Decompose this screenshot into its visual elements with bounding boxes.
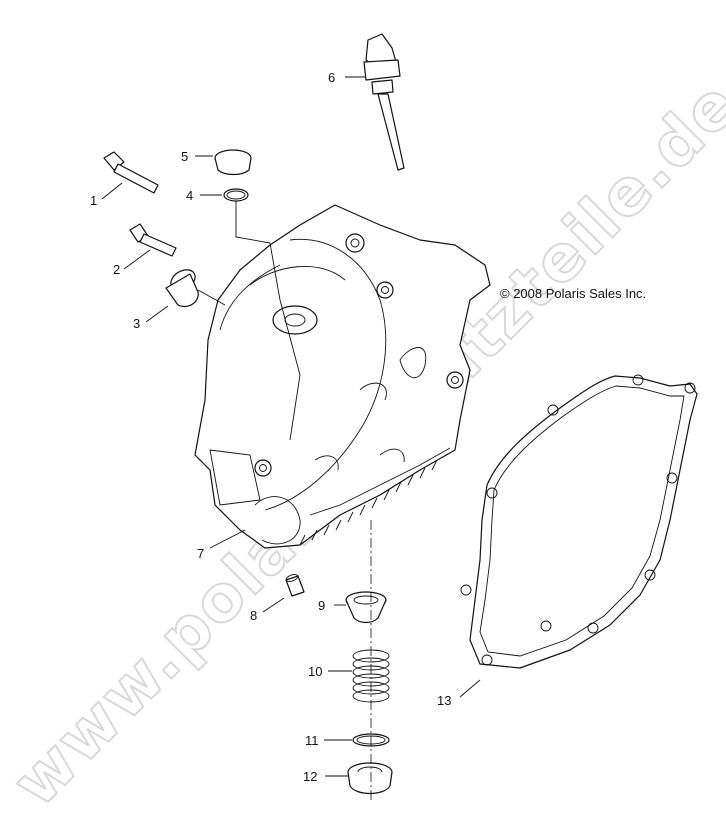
bolt-part-2	[129, 223, 177, 257]
callout-10: 10	[308, 664, 322, 679]
callout-1: 1	[90, 193, 97, 208]
clutch-cover-part-7	[194, 204, 491, 549]
leader-lines	[101, 76, 481, 777]
callout-3: 3	[133, 316, 140, 331]
cap-part-9	[345, 591, 387, 624]
spring-part-10	[352, 649, 390, 703]
dipstick-part-6	[363, 33, 405, 171]
plug-part-5	[214, 149, 252, 176]
callout-labels: 1 2 3 4 5 6 7 8 9 10 11 12 13	[90, 70, 451, 784]
callout-7: 7	[197, 546, 204, 561]
o-ring-part-4	[223, 188, 249, 202]
callout-11: 11	[305, 733, 319, 748]
callout-4: 4	[186, 188, 193, 203]
callout-13: 13	[437, 693, 451, 708]
callout-9: 9	[318, 598, 325, 613]
callout-12: 12	[303, 769, 317, 784]
callout-8: 8	[250, 608, 257, 623]
seal-part-3	[165, 269, 199, 308]
plug-part-12	[347, 762, 393, 795]
gasket-part-13	[460, 374, 698, 669]
callout-5: 5	[181, 149, 188, 164]
bolt-part-1	[103, 151, 159, 194]
copyright-notice: © 2008 Polaris Sales Inc.	[500, 286, 646, 301]
callout-6: 6	[328, 70, 335, 85]
dowel-pin-part-8	[285, 574, 305, 597]
callout-2: 2	[113, 262, 120, 277]
